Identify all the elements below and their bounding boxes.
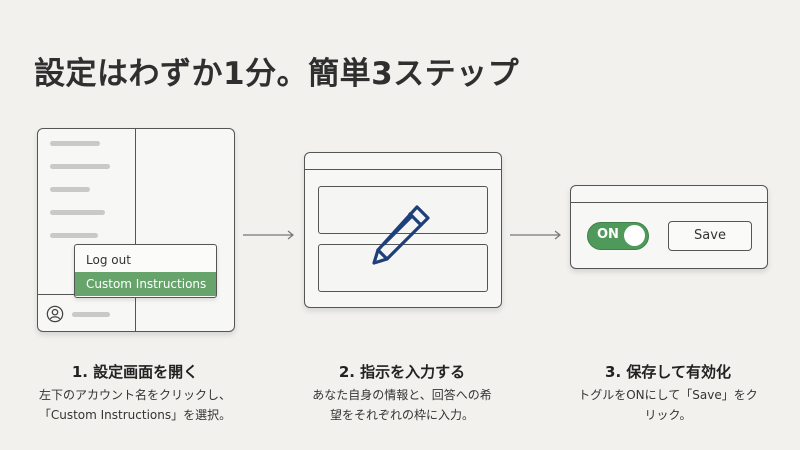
enable-toggle[interactable]: ON <box>587 222 649 250</box>
step-3-description: トグルをONにして「Save」をク リック。 <box>553 385 783 425</box>
arrow-right-icon <box>243 230 294 240</box>
instructions-window-illustration <box>304 152 502 308</box>
account-name-placeholder <box>72 312 110 317</box>
sidebar-divider <box>135 129 136 331</box>
sidebar-placeholder-line <box>50 141 100 146</box>
step-1-description: 左下のアカウント名をクリックし、 「Custom Instructions」を選… <box>20 385 250 425</box>
sidebar-placeholder-line <box>50 164 110 169</box>
sidebar-placeholder-line <box>50 187 90 192</box>
menu-item-custom-instructions[interactable]: Custom Instructions <box>75 272 216 296</box>
toggle-knob <box>624 225 645 246</box>
window-titlebar <box>571 202 767 203</box>
save-button[interactable]: Save <box>668 221 752 251</box>
toggle-label: ON <box>597 227 619 242</box>
settings-window-illustration <box>37 128 235 332</box>
sidebar-placeholder-line <box>50 210 105 215</box>
window-titlebar <box>305 169 501 170</box>
step-2-description: あなた自身の情報と、回答への希 望をそれぞれの枠に入力。 <box>287 385 517 425</box>
arrow-right-icon <box>510 230 561 240</box>
account-menu: Log out Custom Instructions <box>74 244 217 298</box>
description-line: 左下のアカウント名をクリックし、 <box>38 388 231 402</box>
description-line: 望をそれぞれの枠に入力。 <box>329 408 474 422</box>
description-line: 「Custom Instructions」を選択。 <box>38 408 232 422</box>
page-title: 設定はわずか1分。簡単3ステップ <box>34 56 520 92</box>
description-line: トグルをONにして「Save」をク <box>578 388 758 402</box>
description-line: リック。 <box>644 408 692 422</box>
description-line: あなた自身の情報と、回答への希 <box>312 388 492 402</box>
step-1-heading: 1. 設定画面を開く <box>71 363 199 381</box>
step-2-heading: 2. 指示を入力する <box>338 363 466 381</box>
sidebar-placeholder-line <box>50 233 98 238</box>
menu-item-logout[interactable]: Log out <box>86 253 131 267</box>
step-3-heading: 3. 保存して有効化 <box>605 363 731 381</box>
save-window-illustration: ON Save <box>570 185 768 269</box>
pencil-icon <box>372 205 430 265</box>
user-icon <box>46 305 64 323</box>
